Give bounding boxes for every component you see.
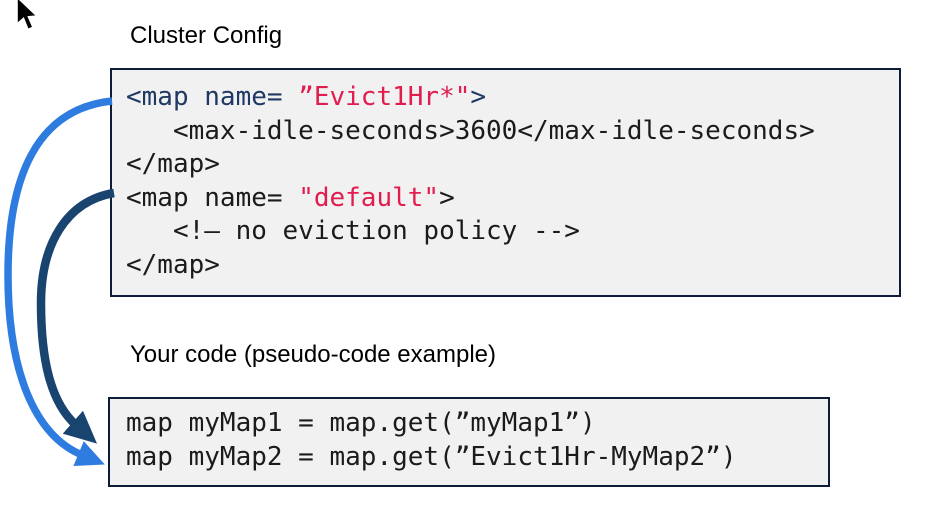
config-code-line: <map name= "default">: [126, 182, 885, 216]
code-segment: <map name=: [126, 182, 299, 213]
code-segment: >: [470, 82, 487, 112]
arrow-evict1hr-to-mymap2: [4, 97, 113, 467]
code-segment: </map>: [126, 249, 220, 280]
config-code-line: <!– no eviction policy -->: [126, 215, 885, 249]
your-code-title: Your code (pseudo-code example): [130, 341, 497, 368]
pseudo-code-line: map myMap1 = map.get(”myMap1”): [126, 408, 596, 438]
code-segment: </map>: [126, 149, 220, 179]
config-code-line: <map name= ”Evict1Hr*">: [126, 81, 885, 115]
code-segment: >: [439, 182, 455, 213]
pseudo-code-line: map myMap2 = map.get(”Evict1Hr-MyMap2”): [126, 442, 737, 472]
cluster-config-code: <map name= ”Evict1Hr*"> <max-idle-second…: [110, 68, 901, 297]
config-code-line: </map>: [126, 148, 885, 182]
arrow-default-to-mymap1: [36, 188, 115, 444]
mouse-pointer-icon: [13, 0, 39, 40]
cluster-config-title: Cluster Config: [130, 22, 283, 49]
code-segment: <map name=: [126, 82, 299, 112]
code-segment: "default": [298, 182, 440, 213]
config-code-line: <max-idle-seconds>3600</max-idle-seconds…: [126, 115, 885, 149]
your-code-box: map myMap1 = map.get(”myMap1”) map myMap2…: [108, 397, 830, 487]
code-segment: ”Evict1Hr*": [298, 82, 471, 112]
code-segment: <max-idle-seconds>3600</max-idle-seconds…: [126, 115, 815, 146]
config-code-line: </map>: [126, 249, 885, 283]
code-segment: <!– no eviction policy -->: [126, 216, 580, 246]
